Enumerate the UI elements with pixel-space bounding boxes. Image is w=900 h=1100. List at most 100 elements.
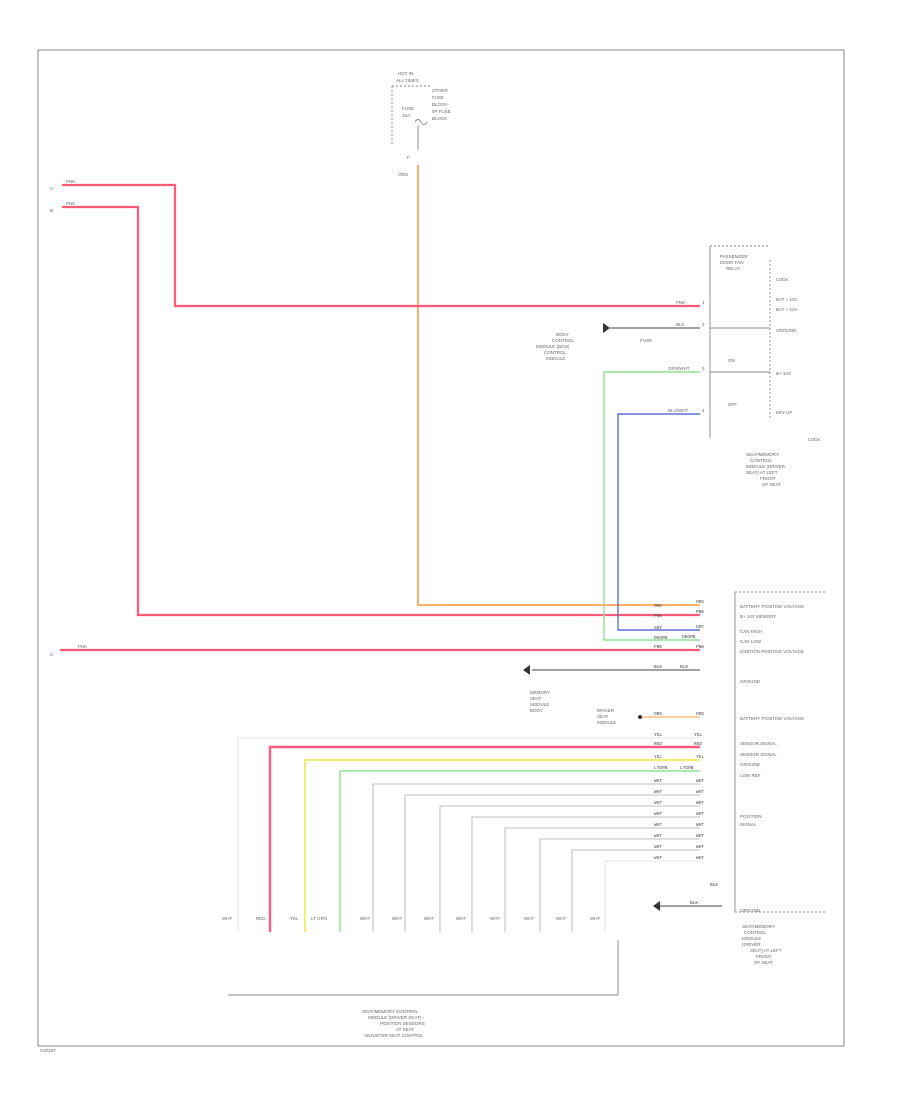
wire-sensor-wht-5 — [471, 816, 700, 932]
mid-note2-1: DRIVER — [597, 708, 615, 713]
main-right-code: ORG — [696, 599, 704, 605]
main-right-code: WHT — [696, 833, 704, 839]
bottom-wire-label: WHT — [590, 916, 600, 921]
relay-left-note-3: MODULE (BCM) — [536, 344, 570, 349]
fuse-block-title-2: FUSE — [432, 95, 444, 100]
main-pin-label: LOW REF — [740, 773, 761, 778]
main-title-6: FRONT — [756, 954, 772, 959]
main-left-code: WHT — [654, 789, 662, 795]
main-right-code: BLK — [680, 664, 688, 670]
main-right-code: PNK — [696, 609, 704, 615]
bottom-wire-label: WHT — [360, 916, 370, 921]
main-left-code: BLK — [690, 900, 698, 906]
main-right-code: DKGRN — [682, 634, 696, 640]
relay-side-label-1: BAT + 12V — [776, 297, 797, 302]
main-right-code: WHT — [696, 778, 704, 784]
relay-left-note-4: CONTROL — [544, 350, 566, 355]
relay-left-note-1: BODY — [556, 332, 569, 337]
wire-sensor-wht-2 — [372, 783, 700, 932]
relay-bottom-title-5: SEAT) AT LEFT — [746, 470, 778, 475]
bottom-wire-label: WHT — [456, 916, 466, 921]
main-left-code: YEL — [654, 754, 662, 760]
main-pin-label: GROUND — [740, 908, 761, 913]
wire-org-main — [417, 165, 700, 606]
main-title-7: OF SEAT — [754, 960, 773, 965]
bottom-module-title-5: ADJUSTER SEAT CONTROL — [364, 1033, 424, 1038]
main-pin-labels: BATTERY POSITIVE VOLTAGE B+ 12V MEMORY C… — [740, 604, 804, 913]
main-left-code: WHT — [654, 844, 662, 850]
bottom-module-title-4: AT SEAT — [396, 1027, 414, 1032]
relay-left-note-2: CONTROL — [552, 338, 574, 343]
relay-left-note-5: MODULE — [546, 356, 565, 361]
fuse-label-2: 15A — [402, 113, 410, 118]
main-right-code: WHT — [696, 789, 704, 795]
relay-title-3: RELAY — [726, 266, 740, 271]
mid-note2-3: MODULE — [597, 720, 616, 725]
fuse-label-1: FUSE — [402, 106, 414, 111]
wire-sensor-wht-9 — [604, 860, 700, 932]
main-pin-label: POSITION — [740, 814, 762, 819]
main-right-code: RED — [694, 741, 702, 747]
main-right-code: WHT — [696, 822, 704, 828]
mid-note-2: SEAT — [530, 696, 542, 701]
wire-sensor-ltgrn — [339, 770, 700, 932]
main-left-code: ORG — [654, 603, 662, 609]
ground-icon-upper — [603, 323, 610, 333]
relay-bottom-title-3: CONTROL — [750, 458, 772, 463]
main-right-code: WHT — [696, 844, 704, 850]
relay-title-2: DOOR FAN — [720, 260, 744, 265]
fuse-header-1: HOT IN — [398, 71, 413, 76]
main-right-code: WHT — [696, 855, 704, 861]
wire-sensor-wht-4 — [439, 805, 700, 932]
relay-bottom-title-2: SEAT/MEMORY — [746, 452, 779, 457]
ref-wire-b: PNK — [66, 201, 75, 206]
connector-dot-icon — [638, 715, 642, 719]
diagram-frame — [37, 49, 845, 1047]
wire-sensor-wht-6 — [504, 827, 700, 932]
diagram-footer-code: G20297 — [40, 1048, 57, 1053]
main-left-code: WHT — [654, 778, 662, 784]
main-pin-label: BATTERY POSITIVE VOLTAGE — [740, 716, 804, 721]
main-pin-label: BATTERY POSITIVE VOLTAGE — [740, 604, 804, 609]
main-pin-label: GROUND — [740, 679, 761, 684]
relay-side-label-3: GROUND — [776, 328, 797, 333]
main-pin-label: GROUND — [740, 762, 761, 767]
wire-sensor-wht-7 — [539, 838, 700, 932]
top-fuse-block: HOT IN ALL TIMES OTHER FUSE BLOCK- I/P F… — [391, 71, 451, 177]
ref-wire-c: PNK — [78, 644, 87, 649]
bottom-wire-label: WHT — [490, 916, 500, 921]
main-right-code: WHT — [696, 811, 704, 817]
bottom-wire-label: WHT — [392, 916, 402, 921]
fuse-pin-letter: F — [407, 155, 410, 160]
bottom-module-title-2: MODULE (DRIVER SEAT) - — [368, 1015, 424, 1020]
bottom-sensor-module: WHT RED YEL LT GRN WHT WHT WHT WHT WHT W… — [222, 916, 619, 1038]
main-pin-label: SENSOR SIGNAL — [740, 741, 777, 746]
ref-letter-c: C — [50, 652, 54, 657]
bottom-wire-label: WHT — [424, 916, 434, 921]
wire-sensor-wht-3 — [404, 794, 700, 932]
wire-blu-can — [617, 413, 700, 631]
main-left-code: WHT — [654, 833, 662, 839]
main-left-code: PNK — [654, 644, 662, 650]
relay-side-label-2: BAT + 12V — [776, 307, 797, 312]
main-pin-label: CAN HIGH — [740, 629, 762, 634]
relay-side-label-5: KEY UP — [776, 410, 792, 415]
wire-sensor-yel — [304, 759, 700, 932]
main-left-code: BLK — [654, 664, 662, 670]
relay-bottom-title-7: OF SEAT — [762, 482, 781, 487]
mid-note-4: BODY — [530, 708, 543, 713]
relay-pin-1: 1 — [702, 300, 705, 305]
bottom-wire-label: RED — [256, 916, 266, 921]
main-right-code: YEL — [694, 732, 702, 738]
relay-title-1: PASSENGER — [720, 254, 748, 259]
main-pin-label: IGNITION POSITIVE VOLTAGE — [740, 649, 804, 654]
main-left-code: ORG — [654, 711, 662, 717]
main-title-2: CONTROL — [744, 930, 766, 935]
bottom-module-title-3: POSITION SENSORS — [380, 1021, 425, 1026]
main-left-code: WHT — [654, 855, 662, 861]
fuse-wire-label: ORG — [398, 172, 409, 177]
main-left-code: DKGRN — [654, 635, 668, 641]
wire-grn-can — [603, 371, 700, 641]
main-title-4: (DRIVER — [742, 942, 761, 947]
relay-pin-2: 2 — [702, 322, 705, 327]
